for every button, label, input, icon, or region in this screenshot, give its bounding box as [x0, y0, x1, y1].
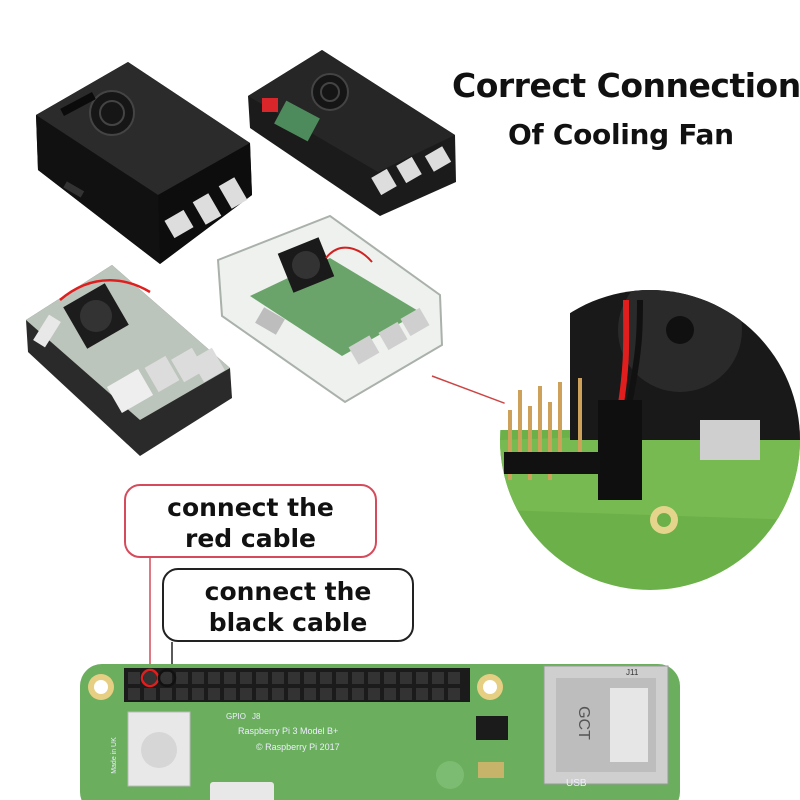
board-usb-label: USB: [566, 778, 587, 789]
board-made-in-text: Made in UK: [110, 737, 118, 774]
board-copyright-text: © Raspberry Pi 2017: [256, 742, 340, 752]
usb-chip-text: GCT: [574, 706, 592, 740]
black-callout-line2: black cable: [208, 608, 368, 637]
raspberry-pi-board: [80, 664, 680, 800]
red-callout-line2: red cable: [185, 524, 316, 553]
acrylic-case-clear: [216, 214, 444, 404]
black-case-front: [36, 62, 252, 264]
black-callout-line1: connect the: [204, 577, 372, 606]
headline: Correct Connection: [452, 66, 800, 105]
board-j8-label: J8: [252, 712, 261, 721]
acrylic-case-small: [26, 265, 232, 456]
subheadline: Of Cooling Fan: [508, 118, 734, 151]
board-model-text: Raspberry Pi 3 Model B+: [238, 726, 339, 736]
pointer-line: [431, 375, 513, 407]
board-j11-label: J11: [626, 668, 639, 677]
red-cable-callout: connect the red cable: [124, 484, 377, 558]
board-gpio-label: GPIO: [226, 712, 247, 721]
black-cable-callout: connect the black cable: [162, 568, 414, 642]
fan-connection-zoom: [500, 290, 800, 590]
black-case-open: [248, 50, 456, 216]
red-callout-line1: connect the: [167, 493, 334, 522]
black-pin-marker: [157, 668, 177, 688]
